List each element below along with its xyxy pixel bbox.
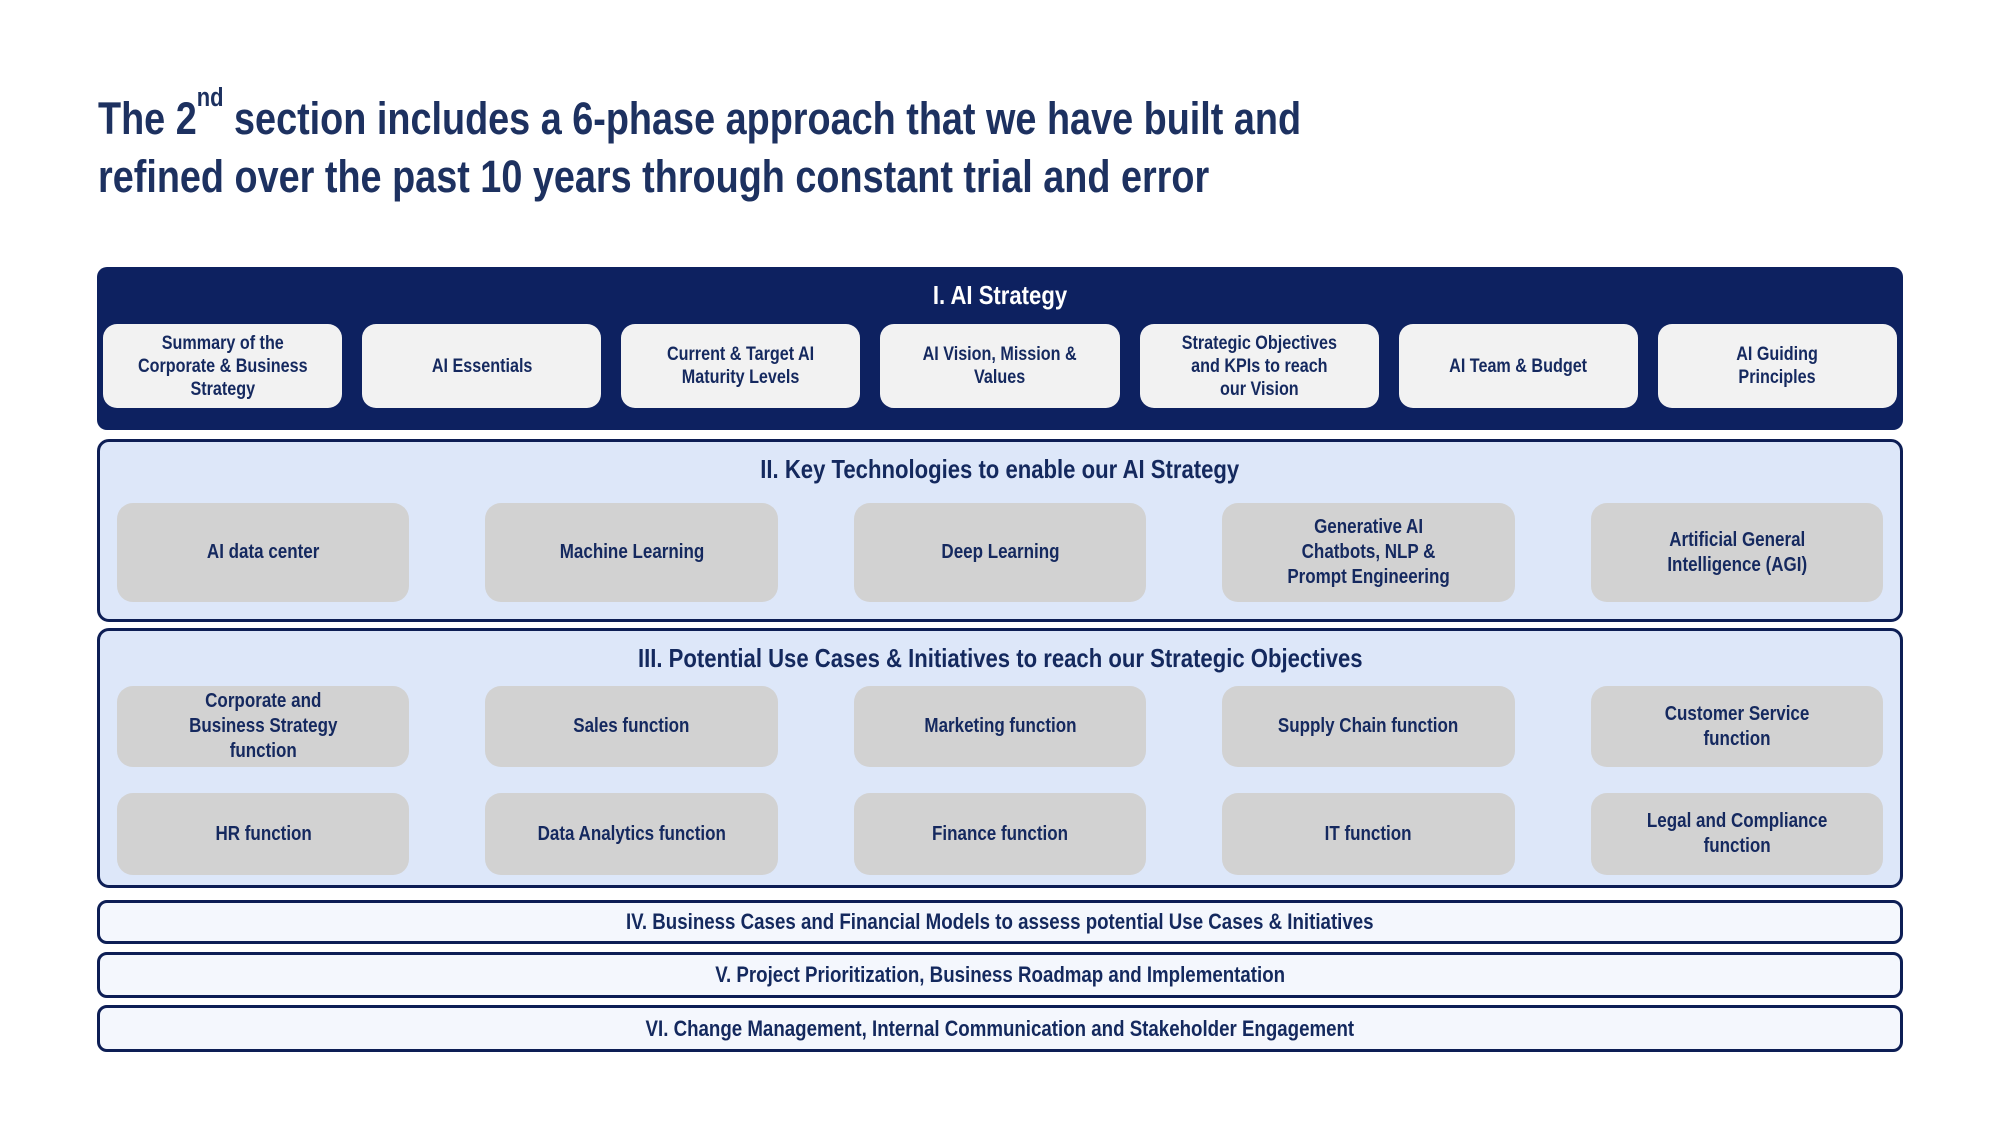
slide-title-text: The 2 (98, 93, 197, 144)
box-artificial-general-intelligence: Artificial General Intelligence (AGI) (1590, 503, 1884, 602)
box-label: Deep Learning (940, 541, 1060, 563)
section-3-panel: III. Potential Use Cases & Initiatives t… (97, 628, 1903, 888)
box-generative-ai-chatbots-nlp: Generative AI Chatbots, NLP & Prompt Eng… (1222, 503, 1515, 602)
box-data-analytics-function: Data Analytics function (485, 793, 778, 875)
box-it-function: IT function (1222, 793, 1515, 875)
box-label: Artificial General Intelligence (AGI) (1666, 528, 1807, 576)
box-label: Customer Service function (1664, 702, 1810, 750)
box-label: AI Team & Budget (1449, 355, 1588, 377)
section-2-title: II. Key Technologies to enable our AI St… (100, 454, 1900, 484)
band-label: V. Project Prioritization, Business Road… (715, 962, 1285, 987)
section-3-title: III. Potential Use Cases & Initiatives t… (100, 643, 1900, 673)
slide-title-superscript: nd (196, 82, 224, 113)
box-sales-function: Sales function (485, 686, 778, 767)
box-summary-corporate-business-strategy: Summary of the Corporate & Business Stra… (103, 324, 343, 408)
box-label: HR function (215, 822, 312, 845)
box-label: Sales function (573, 715, 690, 737)
band-label: IV. Business Cases and Financial Models … (626, 909, 1374, 934)
section-1-panel: I. AI Strategy Summary of the Corporate … (97, 267, 1903, 430)
section-3-box-row-2: HR function Data Analytics function Fina… (117, 793, 1884, 875)
box-label: Strategic Objectives and KPIs to reach o… (1181, 332, 1337, 400)
slide-title-text-rest: section includes a 6-phase approach that… (98, 93, 1302, 202)
box-customer-service-function: Customer Service function (1590, 686, 1884, 767)
section-4-band-business-cases: IV. Business Cases and Financial Models … (97, 900, 1903, 944)
box-marketing-function: Marketing function (853, 686, 1147, 767)
box-current-target-ai-maturity: Current & Target AI Maturity Levels (621, 324, 861, 408)
slide-title: The 2nd section includes a 6-phase appro… (98, 84, 1526, 206)
box-ai-essentials: AI Essentials (362, 324, 602, 408)
box-label: Current & Target AI Maturity Levels (667, 344, 815, 388)
box-finance-function: Finance function (853, 793, 1147, 875)
box-label: Marketing function (923, 715, 1077, 737)
box-ai-team-budget: AI Team & Budget (1398, 324, 1638, 408)
box-ai-vision-mission-values: AI Vision, Mission & Values (880, 324, 1120, 408)
box-legal-compliance-function: Legal and Compliance function (1590, 793, 1884, 875)
box-machine-learning: Machine Learning (485, 503, 778, 602)
section-1-box-row: Summary of the Corporate & Business Stra… (103, 324, 1897, 408)
box-label: Legal and Compliance function (1646, 810, 1828, 857)
section-2-title-label: II. Key Technologies to enable our AI St… (760, 454, 1240, 484)
section-5-band-project-prioritization: V. Project Prioritization, Business Road… (97, 952, 1903, 998)
box-label: Finance function (932, 822, 1069, 845)
section-6-band-change-management: VI. Change Management, Internal Communic… (97, 1005, 1903, 1052)
section-3-box-row-1: Corporate and Business Strategy function… (117, 686, 1884, 767)
box-corporate-business-strategy-function: Corporate and Business Strategy function (117, 686, 410, 767)
box-supply-chain-function: Supply Chain function (1222, 686, 1515, 767)
box-label: Supply Chain function (1278, 715, 1459, 737)
section-1-title-label: I. AI Strategy (932, 280, 1068, 310)
section-3-title-label: III. Potential Use Cases & Initiatives t… (637, 643, 1363, 673)
box-label: Data Analytics function (537, 822, 726, 845)
box-hr-function: HR function (117, 793, 410, 875)
section-1-title: I. AI Strategy (97, 280, 1903, 310)
box-label: Corporate and Business Strategy function (189, 690, 338, 762)
band-label: VI. Change Management, Internal Communic… (645, 1015, 1355, 1041)
box-label: AI data center (206, 541, 320, 563)
box-label: IT function (1324, 822, 1412, 845)
box-label: Machine Learning (559, 541, 704, 563)
section-2-panel: II. Key Technologies to enable our AI St… (97, 439, 1903, 622)
box-ai-data-center: AI data center (117, 503, 410, 602)
box-ai-guiding-principles: AI Guiding Principles (1657, 324, 1897, 408)
box-label: Generative AI Chatbots, NLP & Prompt Eng… (1287, 516, 1450, 588)
box-label: AI Guiding Principles (1736, 344, 1819, 388)
box-strategic-objectives-kpis: Strategic Objectives and KPIs to reach o… (1139, 324, 1379, 408)
box-label: AI Vision, Mission & Values (922, 344, 1078, 388)
section-2-box-row: AI data center Machine Learning Deep Lea… (117, 503, 1884, 602)
box-deep-learning: Deep Learning (853, 503, 1147, 602)
box-label: Summary of the Corporate & Business Stra… (137, 332, 308, 400)
box-label: AI Essentials (431, 355, 532, 377)
